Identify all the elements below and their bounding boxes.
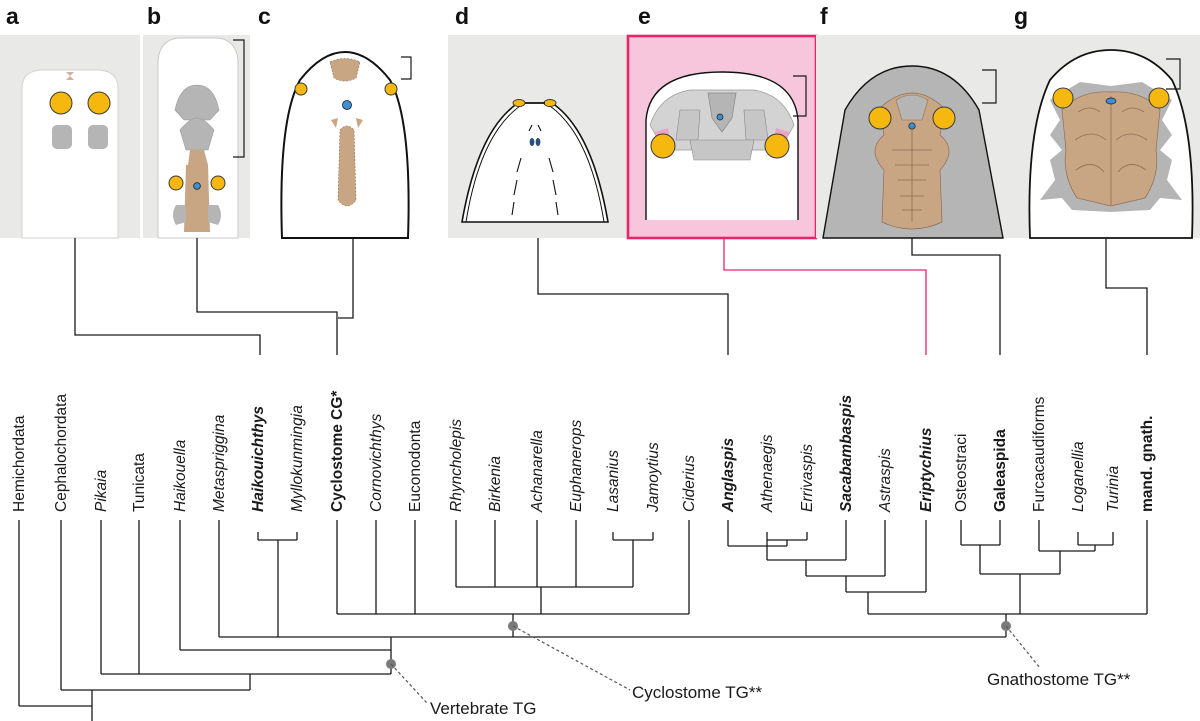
connector-c <box>338 238 354 319</box>
phylogenetic-tree <box>18 520 1148 721</box>
taxon-label-ciderius: Ciderius <box>681 455 698 512</box>
gnathostome-tg-marker: Gnathostome TG** <box>987 621 1131 689</box>
eye-right <box>87 91 111 115</box>
connector-b <box>196 238 338 355</box>
cyclostome-tg-marker: Cyclostome TG** <box>508 621 762 702</box>
panel-c-illustration <box>280 50 412 239</box>
taxon-label-galeaspida: Galeaspida <box>992 429 1009 512</box>
eye-left <box>49 91 73 115</box>
vertebrate-tg-label: Vertebrate TG <box>430 699 536 718</box>
taxon-label-jamoytius: Jamoytius <box>645 442 662 513</box>
panel-b-illustration <box>143 35 250 239</box>
taxon-label-cornovichthys: Cornovichthys <box>368 414 385 512</box>
taxon-label-cyclostome-cg: Cyclostome CG* <box>329 390 346 512</box>
panel-letter-b: b <box>147 3 161 29</box>
taxon-label-metaspriggina: Metaspriggina <box>211 414 228 512</box>
panel-letter-c: c <box>258 3 271 29</box>
panel-connectors <box>74 238 1148 355</box>
connector-g <box>1105 238 1148 355</box>
taxon-label-astraspis: Astraspis <box>877 448 894 513</box>
taxon-label-lasanius: Lasanius <box>605 450 622 512</box>
taxon-label-euconodonta: Euconodonta <box>407 420 424 512</box>
panel-a-illustration <box>0 35 140 239</box>
taxon-label-myllokunmingia: Myllokunmingia <box>289 405 306 512</box>
taxon-label-hemichordata: Hemichordata <box>11 415 28 512</box>
panel-letter-a: a <box>6 3 19 29</box>
panel-g-illustration <box>1008 35 1200 239</box>
taxon-label-pikaia: Pikaia <box>93 469 110 512</box>
taxon-label-mand-gnath: mand. gnath. <box>1139 416 1156 512</box>
panel-letter-e: e <box>638 3 651 29</box>
panel-letter-d: d <box>455 3 469 29</box>
taxon-label-sacabambaspis: Sacabambaspis <box>838 394 855 512</box>
taxon-label-furcacaudiforms: Furcacaudiforms <box>1031 396 1048 512</box>
taxon-label-haikouichthys: Haikouichthys <box>250 406 267 512</box>
taxon-label-haikouella: Haikouella <box>172 439 189 512</box>
taxon-label-errivaspis: Errivaspis <box>799 444 816 512</box>
cyclostome-tg-label: Cyclostome TG** <box>632 683 762 702</box>
connector-a <box>74 238 261 355</box>
connector-f <box>911 238 1001 355</box>
taxon-label-tunicata: Tunicata <box>131 453 148 512</box>
gnathostome-tg-label: Gnathostome TG** <box>987 670 1131 689</box>
panel-letter-g: g <box>1014 3 1028 29</box>
taxon-label-achanarella: Achanarella <box>529 430 546 513</box>
panel-d-illustration <box>448 35 628 238</box>
taxon-label-eriptychius: Eriptychius <box>918 427 935 512</box>
taxon-label-anglaspis: Anglaspis <box>720 438 737 513</box>
taxon-label-rhyncholepis: Rhyncholepis <box>448 419 465 512</box>
vertebrate-tg-marker: Vertebrate TG <box>386 659 536 718</box>
taxon-label-cephalochordata: Cephalochordata <box>53 394 70 512</box>
taxon-label-turinia: Turinia <box>1105 465 1122 512</box>
taxon-label-euphanerops: Euphanerops <box>568 420 585 512</box>
panel-letter-f: f <box>820 3 828 29</box>
connector-d <box>537 238 729 355</box>
panel-e-illustration <box>626 34 818 240</box>
taxon-label-athenaegis: Athenaegis <box>759 434 776 513</box>
connector-e-highlight <box>723 238 927 355</box>
taxon-label-loganellia: Loganellia <box>1070 441 1087 512</box>
taxon-label-birkenia: Birkenia <box>487 456 504 512</box>
panel-f-illustration <box>816 35 1008 239</box>
taxon-label-osteostraci: Osteostraci <box>953 434 970 512</box>
